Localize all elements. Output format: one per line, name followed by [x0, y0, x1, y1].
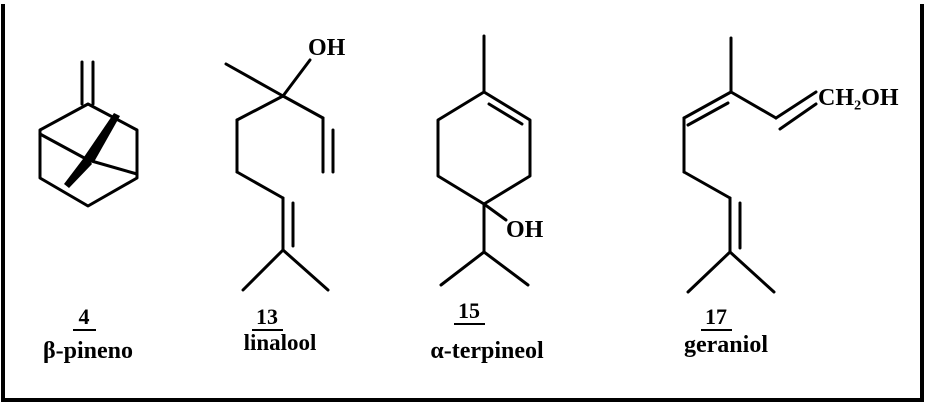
geraniol-gem-methyl-left [686, 250, 732, 294]
terpineol-oh-bond [482, 202, 508, 222]
geraniol-ch2oh-label: CH₂OH [818, 85, 899, 111]
terpineol-oh-label: OH [506, 217, 544, 243]
linalool-oh-bond [281, 58, 312, 98]
beta-pinene-number: 4 [79, 304, 90, 329]
linalool-oh-label: OH [308, 35, 346, 61]
terpineol-ring-double-bond [487, 102, 524, 126]
terpineol-ring [436, 90, 532, 206]
geraniol-chain-bond-2 [682, 170, 732, 200]
terpineol-isopropyl-right [482, 250, 530, 287]
linalool-gem-methyl-left [241, 248, 285, 292]
linalool-gem-methyl-right [281, 248, 330, 292]
alpha-terpineol-number: 15 [458, 298, 480, 323]
linalool-name: linalool [244, 330, 317, 355]
pinene-ring [38, 102, 139, 208]
alpha-terpineol-name: α-terpineol [430, 338, 544, 364]
linalool-chain-bond-3 [235, 170, 285, 200]
geraniol-double-bond-b1 [774, 90, 818, 120]
wedge-bond-down [64, 155, 92, 188]
figure-frame [1, 4, 924, 402]
geraniol-double-bond-b2 [778, 102, 818, 131]
terpineol-isopropyl-left [439, 250, 486, 287]
geraniol-double-bond-a2 [686, 101, 730, 127]
geraniol-bond-to-c2 [729, 90, 778, 120]
bridge-bond-left [38, 132, 90, 162]
geraniol-structure [682, 36, 818, 294]
geraniol-double-bond-a1 [682, 90, 733, 120]
linalool-number: 13 [256, 304, 278, 329]
beta-pinene-structure [38, 60, 139, 208]
alpha-terpineol-structure [436, 34, 532, 287]
geraniol-name: geraniol [684, 332, 768, 358]
linalool-vinyl-bond [281, 94, 325, 120]
linalool-chain-bond-1 [235, 94, 285, 122]
wedge-bond-up [84, 113, 120, 162]
bridge-bond-right [86, 158, 139, 176]
linalool-structure [224, 58, 335, 292]
beta-pinene-name: β-pineno [43, 338, 133, 364]
linalool-methyl-bond [224, 62, 285, 98]
geraniol-number: 17 [705, 304, 727, 329]
geraniol-gem-methyl-right [728, 250, 776, 294]
